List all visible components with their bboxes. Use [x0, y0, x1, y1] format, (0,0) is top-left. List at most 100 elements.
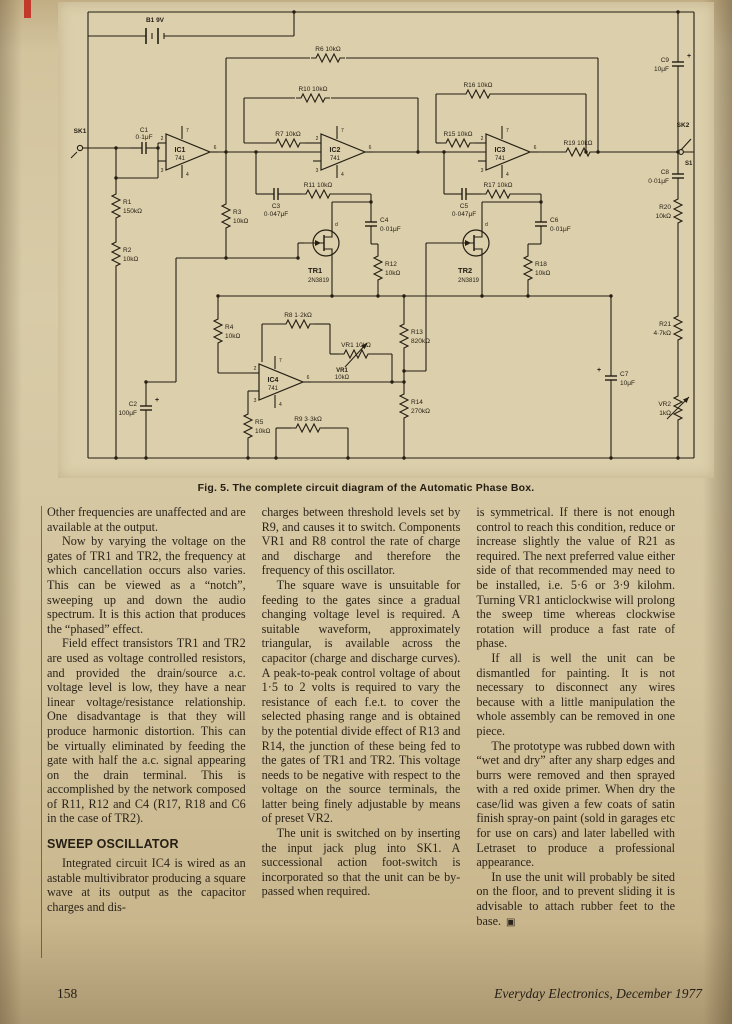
- junction-dot: [369, 200, 373, 204]
- component-label: 150kΩ: [123, 208, 142, 215]
- polarity-mark: +: [155, 397, 159, 404]
- pin-number: 3: [481, 168, 484, 174]
- component-R16: [461, 88, 495, 100]
- component-label: 10μF: [654, 66, 669, 73]
- paragraph: Other frequencies are unaffected and are…: [47, 505, 246, 534]
- component-label: R3: [233, 209, 242, 216]
- component-label: 741: [495, 156, 506, 162]
- page-footer: 158 Everyday Electronics, December 1977: [0, 986, 732, 1002]
- component-label: 2N3819: [458, 278, 480, 284]
- component-label: 741: [330, 156, 341, 162]
- junction-dot: [114, 146, 118, 150]
- component-label: 10kΩ: [255, 428, 270, 435]
- wiper-arrow: [682, 397, 689, 404]
- component-label: C1: [140, 127, 149, 134]
- component-label: 741: [175, 156, 186, 162]
- component-R1: [110, 189, 122, 223]
- junction-dot: [224, 150, 228, 154]
- circuit-diagram-panel: R6 10kΩ R10 10kΩ R1 6 10kΩ R7 10kΩ R15 10kΩ R1…: [58, 2, 714, 478]
- component-label: VR2: [658, 401, 671, 408]
- component-SK1: [70, 151, 78, 159]
- component-R7: [271, 137, 305, 149]
- component-label: R7 10kΩ: [275, 131, 301, 138]
- component-label: R8 1·2kΩ: [284, 312, 312, 319]
- component-SK1: [76, 144, 84, 152]
- component-label: IC2: [330, 147, 341, 154]
- junction-dot: [156, 146, 160, 150]
- paragraph: Field effect transistors TR1 and TR2 are…: [47, 636, 246, 826]
- paragraph: Integrated circuit IC4 is wired as an as…: [47, 856, 246, 914]
- pin-number: 2: [481, 136, 484, 142]
- junction-dot: [216, 294, 220, 298]
- junction-dot: [609, 294, 613, 298]
- polarity-mark: +: [687, 53, 691, 60]
- junction-dot: [254, 150, 258, 154]
- pin-number: 2: [161, 136, 164, 142]
- component-label: IC3: [495, 147, 506, 154]
- pin-number: 2: [316, 136, 319, 142]
- component-R6: [311, 52, 345, 64]
- component-label: TR1: [308, 266, 322, 275]
- circuit-diagram: R6 10kΩ R10 10kΩ R1 6 10kΩ R7 10kΩ R15 10kΩ R1…: [70, 10, 695, 460]
- component-TR1: [324, 248, 333, 267]
- component-R5: [242, 409, 254, 443]
- component-label: C7: [620, 371, 629, 378]
- component-label: R14: [411, 399, 423, 406]
- pin-number: 3: [161, 168, 164, 174]
- pin-number: 4: [341, 172, 344, 178]
- junction-dot: [246, 456, 250, 460]
- component-label: R11 10kΩ: [304, 182, 333, 189]
- component-label: C8: [661, 169, 670, 176]
- component-label: C4: [380, 217, 389, 224]
- junction-dot: [292, 10, 296, 14]
- pin-number: 6: [369, 145, 372, 151]
- junction-dot: [296, 256, 300, 260]
- junction-dot: [676, 150, 680, 154]
- article-body: Other frequencies are unaffected and are…: [47, 505, 675, 930]
- component-R9: [291, 422, 325, 434]
- component-R12: [372, 251, 384, 285]
- gate-arrow: [465, 240, 471, 246]
- junction-dot: [676, 456, 680, 460]
- end-of-article-mark: ▣: [506, 916, 516, 928]
- pin-number: 2: [254, 366, 257, 372]
- junction-dot: [609, 456, 613, 460]
- component-label: 2N3819: [308, 278, 330, 284]
- component-label: 10kΩ: [535, 270, 550, 277]
- component-R21: [672, 311, 684, 345]
- component-label: C6: [550, 217, 559, 224]
- component-label: SK2: [677, 122, 690, 129]
- component-label: 0·047μF: [452, 211, 476, 218]
- component-label: 4·7kΩ: [653, 330, 671, 337]
- junction-dot: [144, 456, 148, 460]
- junction-dot: [144, 380, 148, 384]
- component-label: R6 10kΩ: [315, 46, 341, 53]
- component-label: R12: [385, 261, 397, 268]
- component-label: 10kΩ: [335, 375, 350, 381]
- section-heading: SWEEP OSCILLATOR: [47, 837, 179, 852]
- component-R3: [220, 199, 232, 233]
- component-IC2: [320, 133, 367, 171]
- junction-dot: [114, 456, 118, 460]
- component-label: TR2: [458, 266, 472, 275]
- junction-dot: [596, 150, 600, 154]
- component-label: SK1: [74, 128, 87, 135]
- component-R4: [212, 314, 224, 348]
- component-IC1: [165, 133, 212, 171]
- paragraph: Now by varying the voltage on the gates …: [47, 534, 246, 636]
- junction-dot: [402, 294, 406, 298]
- component-label: R5: [255, 419, 264, 426]
- component-label: R1: [123, 199, 132, 206]
- component-R19: [561, 146, 595, 158]
- polarity-mark: +: [597, 367, 601, 374]
- component-label: VR1: [336, 368, 348, 374]
- component-label: 10kΩ: [656, 213, 671, 220]
- component-label: R10 10kΩ: [298, 86, 327, 93]
- component-label: 10kΩ: [225, 333, 240, 340]
- component-label: 1kΩ: [659, 410, 671, 417]
- component-R18: [522, 251, 534, 285]
- pin-number: 6: [534, 145, 537, 151]
- component-label: R4: [225, 324, 234, 331]
- component-label: R15 10kΩ: [443, 131, 472, 138]
- component-label: B1 9V: [146, 17, 165, 24]
